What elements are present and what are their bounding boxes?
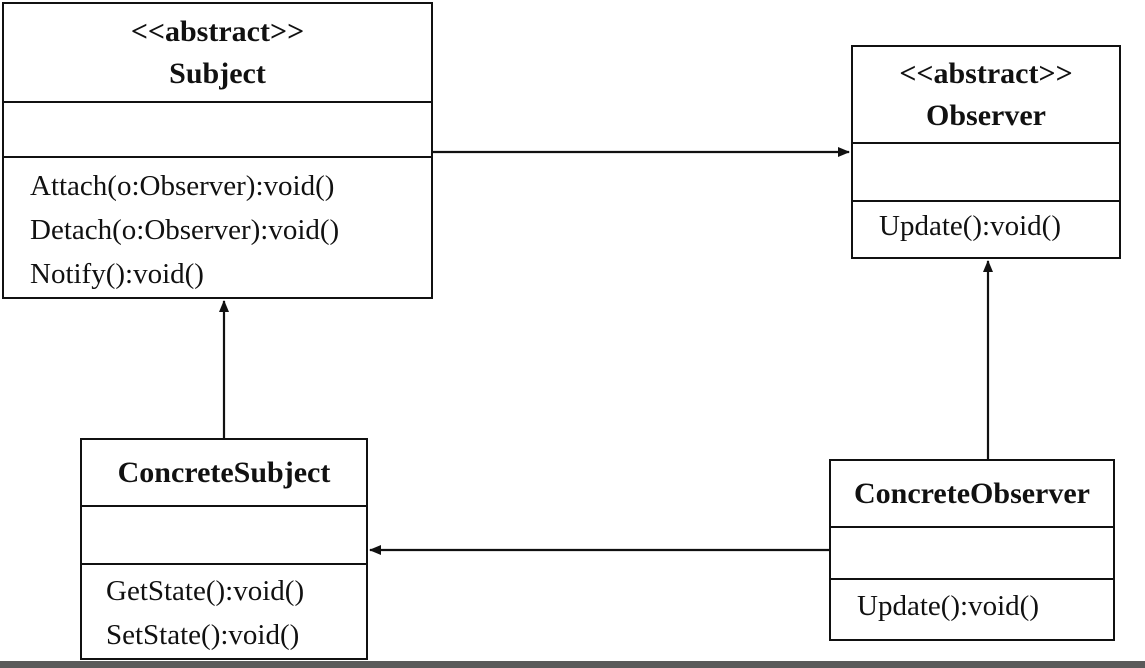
concrete-subject-class-header: ConcreteSubject — [82, 440, 366, 507]
concrete-subject-operations-compartment: GetState():void() SetState():void() — [82, 565, 366, 657]
concrete-subject-operation-setstate: SetState():void() — [106, 619, 300, 651]
subject-operation-notify: Notify():void() — [30, 258, 204, 290]
concrete-observer-class: ConcreteObserver Update():void() — [829, 459, 1115, 641]
subject-class-header: <<abstract>> Subject — [4, 4, 431, 103]
subject-class: <<abstract>> Subject Attach(o:Observer):… — [2, 2, 433, 299]
observer-stereotype: <<abstract>> — [899, 56, 1073, 90]
subject-operation-attach: Attach(o:Observer):void() — [30, 170, 335, 202]
observer-class-header: <<abstract>> Observer — [853, 47, 1119, 144]
concrete-observer-class-name: ConcreteObserver — [853, 476, 1090, 510]
observer-operations-compartment: Update():void() — [853, 202, 1119, 248]
subject-class-name: Subject — [169, 56, 266, 90]
observer-class: <<abstract>> Observer Update():void() — [851, 45, 1121, 259]
concrete-subject-attributes-compartment — [82, 507, 366, 565]
concrete-observer-class-header: ConcreteObserver — [831, 461, 1113, 528]
concrete-subject-class-name: ConcreteSubject — [117, 455, 331, 489]
subject-attributes-compartment — [4, 103, 431, 158]
concrete-subject-class: ConcreteSubject GetState():void() SetSta… — [80, 438, 368, 660]
concrete-subject-operation-getstate: GetState():void() — [106, 575, 305, 607]
observer-class-name: Observer — [926, 98, 1046, 132]
bottom-divider — [0, 661, 1145, 668]
observer-operation-update: Update():void() — [879, 210, 1061, 242]
concrete-observer-operation-update: Update():void() — [857, 590, 1039, 622]
subject-operation-detach: Detach(o:Observer):void() — [30, 214, 340, 246]
observer-attributes-compartment — [853, 144, 1119, 202]
subject-operations-compartment: Attach(o:Observer):void() Detach(o:Obser… — [4, 158, 431, 296]
concrete-observer-attributes-compartment — [831, 528, 1113, 580]
subject-stereotype: <<abstract>> — [130, 14, 305, 48]
concrete-observer-operations-compartment: Update():void() — [831, 580, 1113, 628]
